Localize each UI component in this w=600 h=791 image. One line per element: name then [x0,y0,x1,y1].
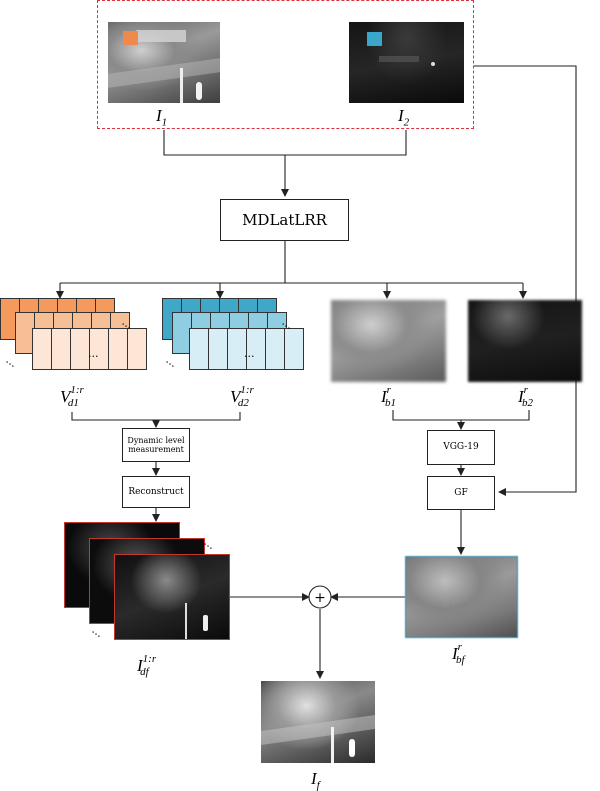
fused-detail-person [203,615,208,631]
input-image-1 [108,22,220,103]
vgg19-box: VGG-19 [427,430,495,465]
detail-stack-1: ... ... ... [0,298,150,378]
orange-marker [123,31,138,45]
label-i1: I1 [156,106,168,129]
label-ibf: Irbf [452,641,465,667]
input-1-person [196,82,202,100]
ellipsis-2c: ... [163,353,180,370]
detail-layer-back-1 [32,328,147,370]
fused-detail-stack: ... ... [64,522,234,652]
cyan-marker [367,32,382,46]
label-idf: I1:rdf [137,653,157,679]
detail-layer-back-2 [189,328,304,370]
ellipsis-2a: ... [244,347,255,360]
input-1-road [108,58,220,88]
label-if: If [311,769,320,791]
reconstruct-box: Reconstruct [122,476,190,508]
input-2-vehicle [379,56,419,62]
fusion-node [308,585,332,609]
label-ib1: Irb1 [381,384,396,410]
label-vd1: V1:rd1 [60,384,84,410]
input-1-building [136,30,186,42]
detail-stack-2: ... ... ... [162,298,312,378]
dynamic-level-box: Dynamic level measurement [122,428,190,462]
fused-base-image [405,556,518,638]
ellipsis-1a: ... [88,347,99,360]
ellipsis-df-b: ... [89,623,106,640]
input-1-pole [180,68,183,103]
label-i2: I2 [398,106,410,129]
fused-detail-pole [185,603,187,639]
final-fused-image [261,681,375,763]
mdlatlrr-box: MDLatLRR [220,199,349,241]
input-2-hotspot [431,62,435,66]
final-person [349,739,355,757]
base-image-1 [331,300,446,382]
fusion-plus: + [314,590,326,606]
input-image-2 [349,22,464,103]
final-road [261,714,375,746]
label-vd2: V1:rd2 [230,384,254,410]
fused-detail-front [114,554,230,640]
ellipsis-1c: ... [3,353,20,370]
base-image-2 [468,300,582,382]
final-pole [331,727,334,763]
gf-box: GF [427,476,495,510]
input-frame [97,0,474,129]
label-ib2: Irb2 [518,384,533,410]
